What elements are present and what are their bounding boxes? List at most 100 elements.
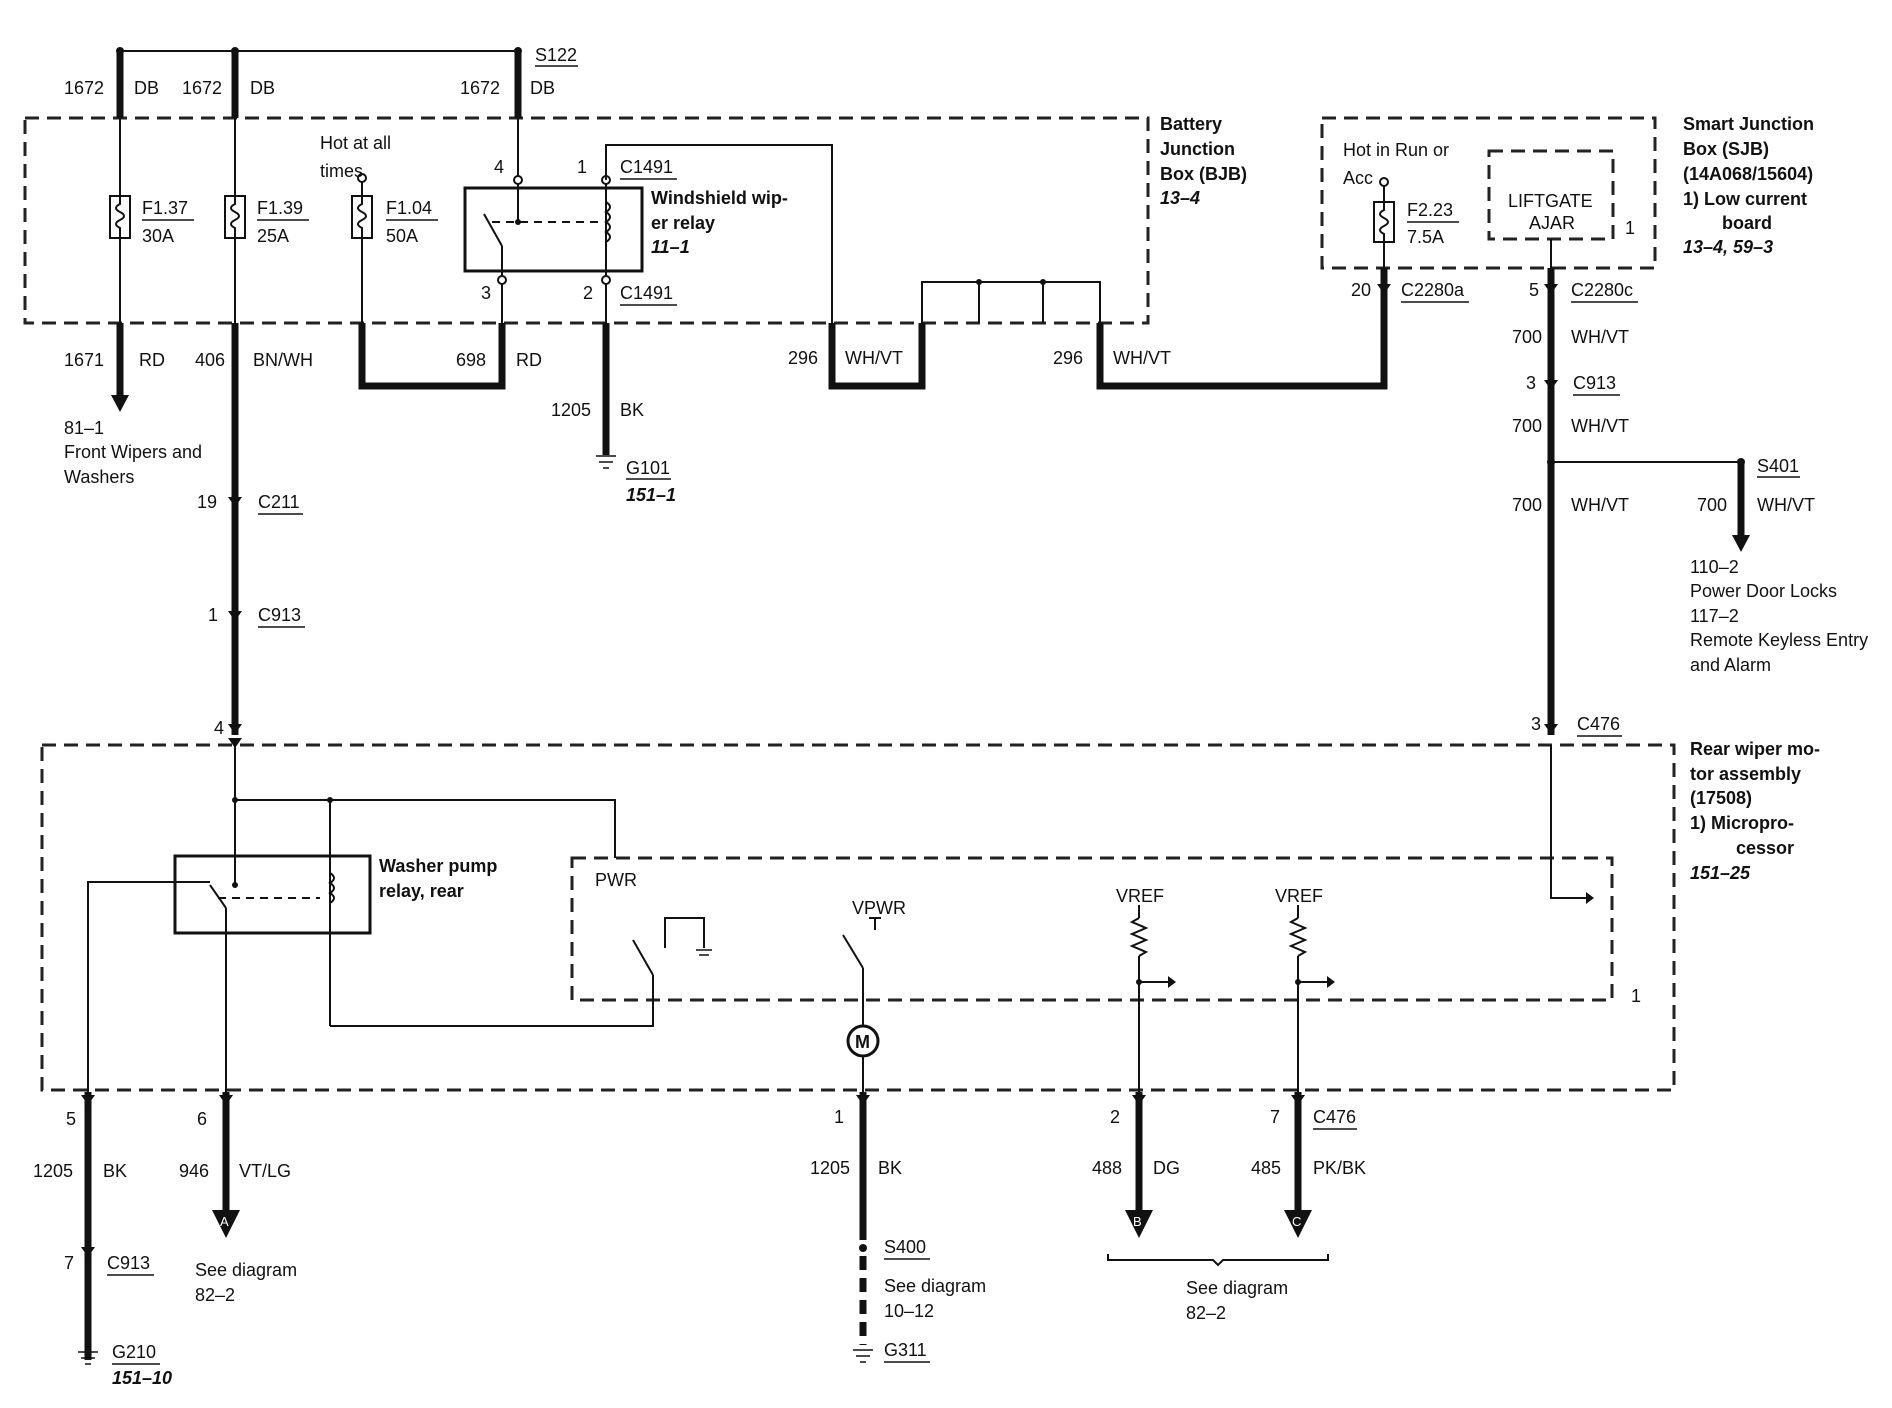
wire-1205c: 1205 [810, 1158, 850, 1178]
windshield-wiper-relay-ref: 11–1 [651, 237, 690, 257]
color-700c: WH/VT [1571, 495, 1629, 515]
vref1-label: VREF [1116, 886, 1164, 906]
color-296b: WH/VT [1113, 348, 1171, 368]
vref2-label: VREF [1275, 886, 1323, 906]
wire-700c: 700 [1512, 495, 1542, 515]
sjb-label-1: Smart Junction [1683, 114, 1814, 134]
wire-1205b: 1205 [33, 1161, 73, 1181]
color-700a: WH/VT [1571, 327, 1629, 347]
rear-wiper-label-3: (17508) [1690, 788, 1752, 808]
microprocessor-outline [570, 856, 1614, 1002]
color-488: DG [1153, 1158, 1180, 1178]
rear-wiper-motor-assembly-outline [40, 743, 1676, 1092]
connector-c1491-bottom: C1491 [620, 283, 673, 303]
liftgate-ajar-2: AJAR [1529, 213, 1575, 233]
ground-g311: G311 [884, 1340, 927, 1360]
fuse-f139-rating: 25A [257, 226, 289, 246]
relay-pin-2: 2 [583, 283, 593, 303]
relay-pin-4: 4 [494, 157, 504, 177]
see-diagram-bracket [1107, 1254, 1329, 1267]
ground-g210-icon [78, 1351, 98, 1365]
color-946: VT/LG [239, 1161, 291, 1181]
resistor-vref1-icon [1129, 917, 1149, 957]
color-1205b: BK [103, 1161, 127, 1181]
color-698: RD [516, 350, 542, 370]
liftgate-ajar-1: LIFTGATE [1508, 191, 1593, 211]
remote-keyless-1: Remote Keyless Entry [1690, 630, 1868, 650]
relay-pin-1: 1 [577, 157, 587, 177]
c476-top-pin: 3 [1531, 714, 1541, 734]
fuse-f104-rating: 50A [386, 226, 418, 246]
splice-s122: S122 [535, 45, 577, 65]
ground-g210-ref: 151–10 [112, 1368, 172, 1388]
rear-wiper-label-4: 1) Micropro- [1690, 813, 1794, 833]
bjb-label-2: Junction [1160, 139, 1235, 159]
rear-wiper-label-5: cessor [1736, 838, 1794, 858]
liftgate-pin: 1 [1625, 218, 1635, 238]
arrow-a-label: A [220, 1214, 229, 1229]
sjb-label-4: 1) Low current [1683, 189, 1807, 209]
power-door-locks: Power Door Locks [1690, 581, 1837, 601]
color-1672a: DB [134, 78, 159, 98]
wire-1672c: 1672 [460, 78, 500, 98]
micro-ground-icon [696, 949, 712, 956]
connector-c476-top: C476 [1577, 714, 1620, 734]
windshield-wiper-relay [463, 186, 644, 273]
remote-keyless-2: and Alarm [1690, 655, 1771, 675]
connector-c913b: C913 [1573, 373, 1616, 393]
fuse-f223-label: F2.23 [1407, 200, 1453, 220]
wire-488: 488 [1092, 1158, 1122, 1178]
sjb-label-5: board [1722, 213, 1772, 233]
bottom-pin-2: 2 [1110, 1107, 1120, 1127]
fuse-f139-label: F1.39 [257, 198, 303, 218]
color-1205c: BK [878, 1158, 902, 1178]
c913c-pin: 7 [64, 1253, 74, 1273]
color-1205a: BK [620, 400, 644, 420]
front-wipers-2: Washers [64, 467, 134, 487]
pwr-label: PWR [595, 870, 637, 890]
wire-1672b: 1672 [182, 78, 222, 98]
connector-c913c: C913 [107, 1253, 150, 1273]
bjb-label-1: Battery [1160, 114, 1222, 134]
bottom-pin-1: 1 [834, 1107, 844, 1127]
connector-c1491-top: C1491 [620, 157, 673, 177]
color-296a: WH/VT [845, 348, 903, 368]
hot-at-all-times-1: Hot at all [320, 133, 391, 153]
splice-s400: S400 [884, 1237, 926, 1257]
c2280c-pin: 5 [1529, 280, 1539, 300]
connector-c2280a: C2280a [1401, 280, 1465, 300]
bottom-pin-6: 6 [197, 1109, 207, 1129]
wire-485: 485 [1251, 1158, 1281, 1178]
color-485: PK/BK [1313, 1158, 1366, 1178]
micro-pin: 1 [1631, 986, 1641, 1006]
connector-arrow-b [1125, 1210, 1153, 1238]
fuse-f137-label: F1.37 [142, 198, 188, 218]
c211-assembly-pin: 4 [214, 718, 224, 738]
ground-g101-ref: 151–1 [626, 485, 676, 505]
wire-698: 698 [456, 350, 486, 370]
ground-g311-icon [853, 1349, 873, 1363]
wire-1205a: 1205 [551, 400, 591, 420]
color-406: BN/WH [253, 350, 313, 370]
bottom-pin-7: 7 [1270, 1107, 1280, 1127]
front-wipers-1: Front Wipers and [64, 442, 202, 462]
hot-at-all-times-2: times [320, 161, 363, 181]
wire-700b: 700 [1512, 416, 1542, 436]
fuse-f137-rating: 30A [142, 226, 174, 246]
sjb-label-3: (14A068/15604) [1683, 164, 1813, 184]
smart-junction-box-outline [1320, 116, 1657, 270]
bjb-ref: 13–4 [1160, 188, 1200, 208]
labels: 1672 DB 1672 DB 1672 DB S122 Hot at all … [33, 45, 1868, 1388]
wire-700a: 700 [1512, 327, 1542, 347]
connector-c2280c: C2280c [1571, 280, 1633, 300]
splice-s401: S401 [1757, 456, 1799, 476]
fuse-f104-icon [351, 195, 373, 239]
fuse-f223-icon [1373, 201, 1395, 243]
vpwr-label: VPWR [852, 898, 906, 918]
color-1671: RD [139, 350, 165, 370]
color-700d: WH/VT [1757, 495, 1815, 515]
washer-pump-relay-1: Washer pump [379, 856, 497, 876]
washer-pump-relay-2: relay, rear [379, 881, 464, 901]
fuse-f104-label: F1.04 [386, 198, 432, 218]
